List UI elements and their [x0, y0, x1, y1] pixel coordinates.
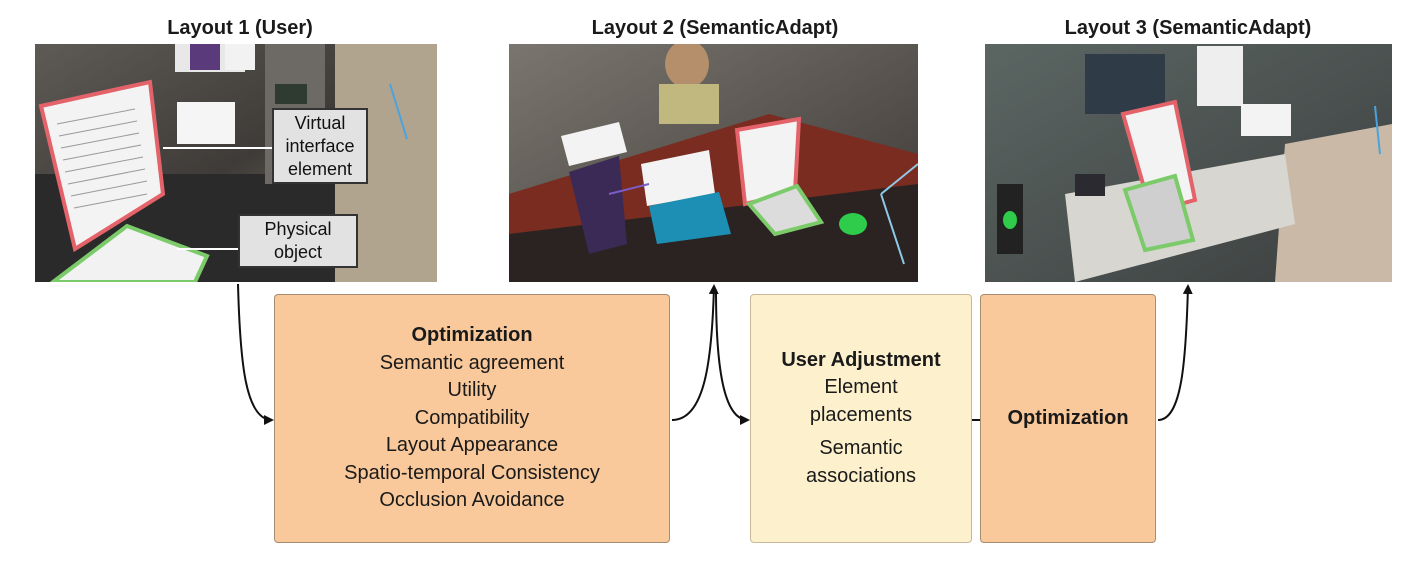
callout-virtual-line-3: element	[287, 158, 353, 179]
layout-2-scene-image	[509, 44, 918, 282]
optimization-criteria-box: Optimization Semantic agreement Utility …	[274, 294, 670, 543]
adjustment-item: placements	[809, 403, 913, 426]
arrow-layout2-to-user-adjustment	[715, 289, 750, 425]
layout-3-scene-image	[985, 44, 1392, 282]
arrow-layout1-to-optimization	[237, 283, 274, 425]
user-adjustment-box: User Adjustment Element placements Seman…	[750, 294, 972, 543]
callout-virtual-line-2: interface	[285, 135, 355, 156]
layout-3-title: Layout 3 (SemanticAdapt)	[1064, 17, 1312, 39]
optimization-step-box: Optimization	[980, 294, 1156, 543]
callout-virtual-line-1: Virtual	[294, 112, 346, 133]
criterion-item: Occlusion Avoidance	[379, 489, 565, 512]
criterion-item: Layout Appearance	[385, 434, 559, 457]
arrow-optimization-to-layout2	[671, 284, 719, 421]
adjustment-item: Element	[824, 376, 898, 399]
criterion-item: Spatio-temporal Consistency	[344, 461, 600, 484]
optimization-box-title: Optimization	[411, 324, 533, 347]
criterion-item: Utility	[447, 379, 497, 402]
criterion-item: Semantic agreement	[379, 351, 565, 374]
layout-1-scene-image	[35, 44, 437, 282]
criterion-item: Compatibility	[414, 406, 530, 429]
arrow-optimization-to-layout3	[1157, 284, 1193, 421]
adjustment-item: Semantic	[819, 437, 903, 460]
callout-physical-line-1: Physical	[264, 219, 332, 239]
adjustment-item: associations	[805, 464, 917, 487]
physical-object-callout: Physical object	[238, 214, 358, 268]
virtual-interface-element-callout: Virtual interface element	[272, 108, 368, 184]
user-adjustment-title: User Adjustment	[781, 348, 941, 371]
optimization-step-title: Optimization	[1007, 406, 1129, 429]
layout-1-title: Layout 1 (User)	[167, 17, 313, 39]
callout-physical-line-2: object	[273, 242, 323, 262]
layout-2-title: Layout 2 (SemanticAdapt)	[591, 17, 839, 39]
